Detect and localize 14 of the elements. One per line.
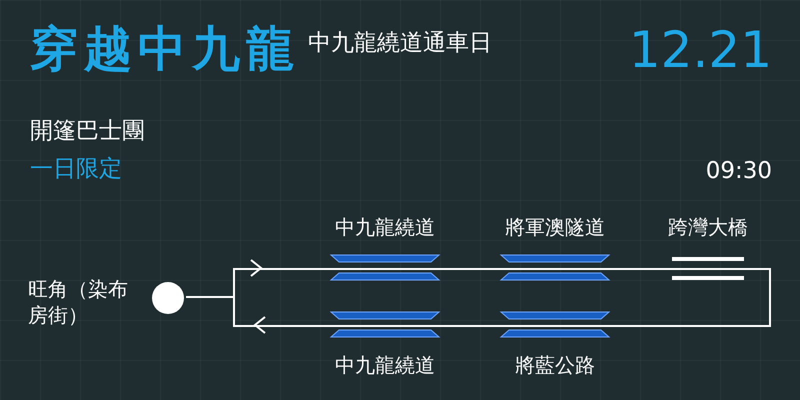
tag-text: 一日限定	[30, 156, 122, 182]
connector-line	[186, 296, 233, 298]
tour-name: 開篷巴士團	[30, 118, 145, 144]
road-label: 中九龍繞道	[335, 354, 435, 377]
stop-label: 旺角（染布房街）	[28, 276, 128, 328]
road-label: 中九龍繞道	[335, 216, 435, 239]
time: 09:30	[706, 158, 772, 184]
road-label: 將藍公路	[515, 354, 595, 377]
tunnel-label: 將軍澳隧道	[505, 216, 605, 239]
route-loop	[233, 268, 771, 327]
subtitle: 中九龍繞道通車日	[308, 30, 492, 56]
title: 穿越中九龍	[30, 22, 300, 78]
date: 12.21	[628, 22, 772, 80]
bridge-label: 跨灣大橋	[668, 216, 748, 239]
